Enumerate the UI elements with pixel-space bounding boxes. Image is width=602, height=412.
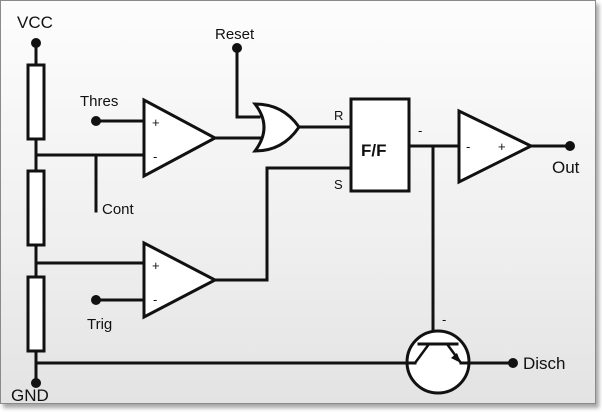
- flip-flop-r-pin: R: [334, 108, 343, 123]
- discharge-transistor: [405, 329, 515, 395]
- lower-comp-to-s-wire: [213, 166, 353, 282]
- comparator-lower-plus: +: [152, 258, 160, 273]
- cont-label: Cont: [102, 201, 135, 218]
- flip-flop: [349, 97, 411, 193]
- comparator-upper-minus: -: [153, 149, 157, 164]
- trig-label: Trig: [87, 316, 112, 333]
- thres-label: Thres: [80, 93, 118, 110]
- comparator-upper-plus: +: [152, 115, 160, 130]
- vcc-label: VCC: [17, 13, 53, 32]
- reset-terminal: [232, 43, 242, 53]
- out-label: Out: [552, 158, 580, 177]
- circuit-schematic: VCC GND Thres Cont + - Reset Trig + - F/…: [11, 13, 580, 405]
- or-gate: [251, 102, 301, 153]
- disch-label: Disch: [523, 354, 566, 373]
- divider-wiring: [34, 41, 423, 385]
- vcc-terminal: [31, 38, 41, 48]
- output-buffer-minus: -: [466, 139, 470, 154]
- gnd-terminal: [31, 378, 41, 388]
- resistor-top: [26, 63, 46, 141]
- comparator-lower-minus: -: [153, 292, 157, 307]
- output-buffer-plus: +: [498, 139, 506, 154]
- gnd-label: GND: [11, 386, 49, 405]
- out-terminal: [565, 141, 575, 151]
- output-buffer: [457, 108, 535, 185]
- reset-label: Reset: [215, 26, 255, 43]
- resistor-bottom: [26, 275, 46, 353]
- flip-flop-qbar: -: [418, 123, 422, 138]
- transistor-base-mark: -: [442, 312, 446, 327]
- flip-flop-s-pin: S: [334, 177, 343, 192]
- comparator-upper: [142, 97, 219, 179]
- flip-flop-title: F/F: [361, 141, 387, 160]
- resistor-middle: [26, 169, 46, 247]
- thres-terminal: [91, 116, 101, 126]
- comparator-lower: [142, 240, 219, 320]
- disch-terminal: [508, 358, 518, 368]
- diagram-frame: VCC GND Thres Cont + - Reset Trig + - F/…: [0, 0, 596, 405]
- trig-terminal: [91, 295, 101, 305]
